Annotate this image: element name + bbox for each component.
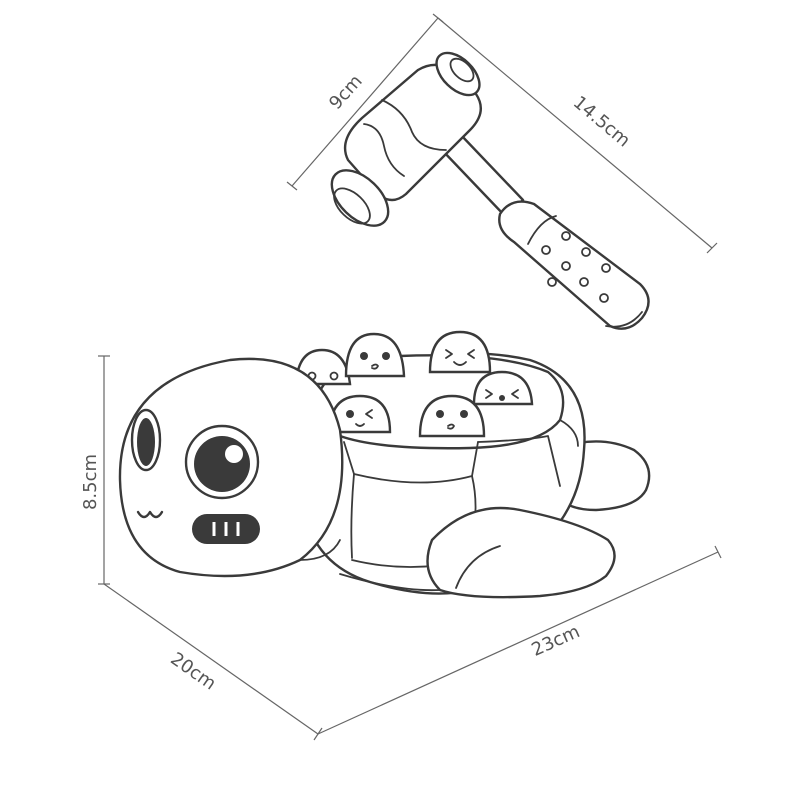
mole-eye [382,352,390,360]
grip-dot [541,245,551,255]
mole-eye [436,410,444,418]
mole-6 [418,394,486,438]
turtle-side-eye-pupil [137,418,155,466]
dim-tick [286,181,298,191]
grip-dot [599,293,609,303]
shell-panel-line [559,419,579,447]
shell-panel-line [477,435,561,487]
mole-body [428,330,492,374]
grip-dot [581,247,591,257]
mole-mouth [355,423,365,427]
toy-depth-dimension-line [103,583,319,735]
mole-mouth [447,423,455,430]
shell-panel-line [343,441,479,484]
mole-3 [428,330,492,374]
hammer-bottom-cap-inner [333,187,371,225]
dim-tick [714,545,722,559]
mole-mouth [499,395,505,401]
grip-dot [561,261,571,271]
grip-band [527,215,557,245]
turtle-front-eye-pupil [194,436,250,492]
shell-panel-line [339,573,441,592]
mole-eye [445,349,453,359]
hammer-top-cap [435,51,481,97]
toy-height-dimension-label: 8.5cm [80,454,101,510]
hammer-length-dimension-line [437,17,713,249]
mole-eye [467,349,475,359]
turtle-mouth [136,510,164,519]
toy-depth-dimension-label: 20cm [167,648,220,694]
shell-panel-line [350,473,355,559]
grip-end-line [605,311,643,328]
mole-mouth [371,363,379,370]
mole-eye [346,410,354,418]
mole-body [418,394,486,438]
mole-eye [365,409,373,419]
hammer-head-band [363,123,405,177]
mole-4 [472,370,534,406]
grip-dot [579,277,589,287]
grip-dots [541,231,611,303]
mole-body [344,332,406,378]
mole-2 [344,332,406,378]
grip-dot [601,263,611,273]
mole-eye [511,389,519,399]
mole-mouth [453,361,467,366]
flipper-line [455,545,501,589]
hammer-head-band [381,99,447,151]
grip-dot [561,231,571,241]
hammer-top-cap-inner [449,57,475,83]
hammer-head-dimension-line [291,17,439,187]
grip-dot [547,277,557,287]
dimension-lines [98,13,722,741]
dim-tick [706,242,718,254]
toy-width-dimension-line [317,551,719,735]
hammer-length-dimension-label: 14.5cm [569,92,634,151]
mole-eye [460,410,468,418]
toy-width-dimension-label: 23cm [528,621,583,661]
head-neck-line [299,539,341,561]
turtle-front-flipper [426,506,616,599]
mole-eye [329,371,339,381]
mole-eye [360,352,368,360]
hammer-icon [330,51,650,330]
mole-eye [485,389,493,399]
hammer-grip [498,200,650,330]
turtle-icon [118,330,651,599]
turtle-eye-highlight [225,445,243,463]
